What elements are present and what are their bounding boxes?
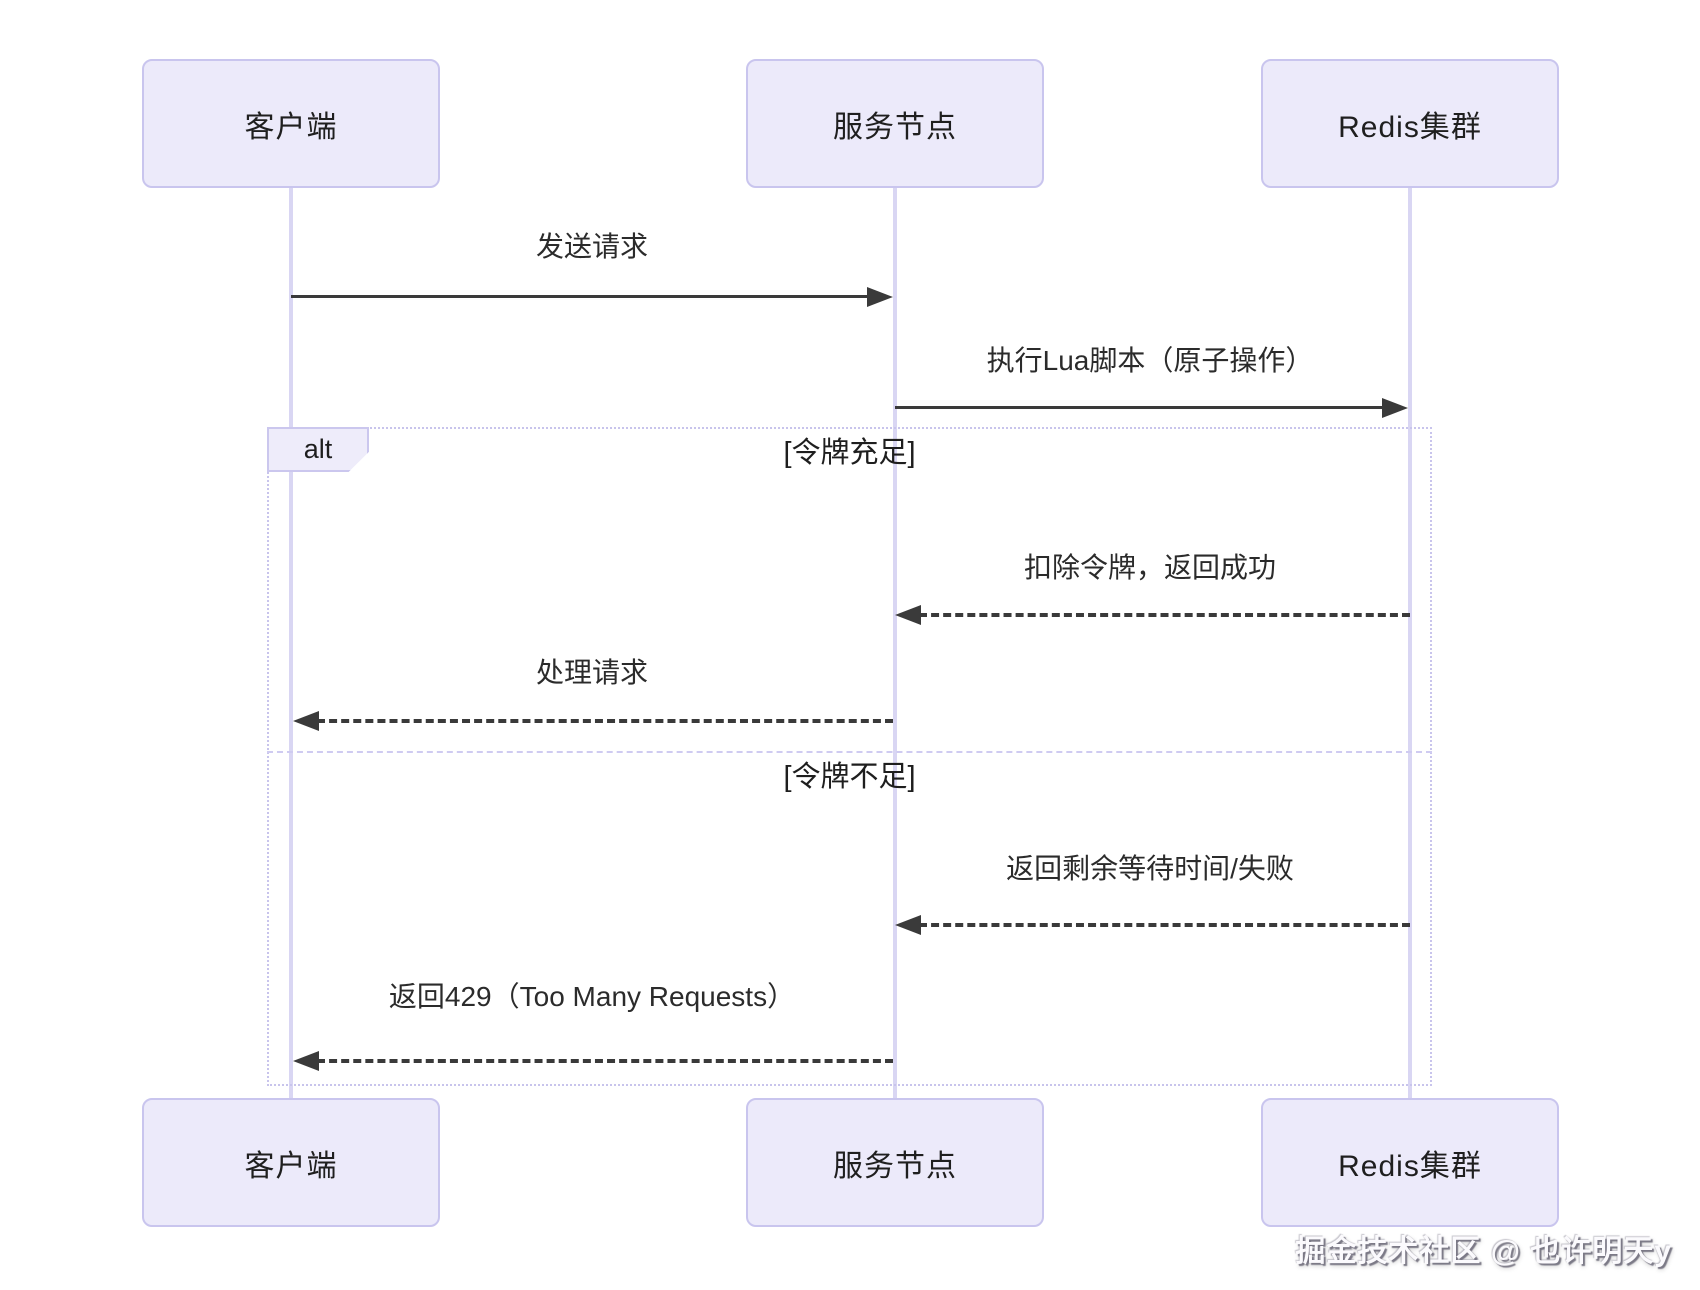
alt-condition-tokens-insufficient: [令牌不足] <box>783 761 916 793</box>
actor-label: 客户端 <box>244 110 338 144</box>
arrowhead-left-icon <box>293 711 319 731</box>
message-label-handle-request: 处理请求 <box>535 657 648 688</box>
actor-label: 服务节点 <box>833 1149 957 1183</box>
actor-box-service-top: 服务节点 <box>746 59 1044 188</box>
message-line <box>317 719 893 723</box>
actor-box-client-bottom: 客户端 <box>142 1098 440 1227</box>
alt-divider <box>267 751 1432 753</box>
actor-box-redis-top: Redis集群 <box>1261 59 1559 188</box>
actor-label: 客户端 <box>244 1149 338 1183</box>
alt-label: alt <box>267 427 369 472</box>
arrowhead-left-icon <box>895 605 921 625</box>
message-line <box>291 295 871 298</box>
message-line <box>895 406 1384 409</box>
actor-box-client-top: 客户端 <box>142 59 440 188</box>
arrowhead-left-icon <box>293 1051 319 1071</box>
message-line <box>919 613 1410 617</box>
arrowhead-right-icon <box>1382 398 1408 418</box>
arrowhead-left-icon <box>895 915 921 935</box>
lifeline-client <box>289 188 293 1098</box>
actor-label: Redis集群 <box>1338 110 1482 144</box>
message-label-deduct-token: 扣除令牌，返回成功 <box>1023 552 1276 583</box>
message-label-send-request: 发送请求 <box>535 231 648 262</box>
actor-box-service-bottom: 服务节点 <box>746 1098 1044 1227</box>
message-label-return-429: 返回429（Too Many Requests） <box>388 981 796 1012</box>
alt-condition-tokens-sufficient: [令牌充足] <box>783 437 916 469</box>
actor-label: Redis集群 <box>1338 1149 1482 1183</box>
alt-frame <box>267 427 1432 1086</box>
actor-label: 服务节点 <box>833 110 957 144</box>
lifeline-redis <box>1408 188 1412 1098</box>
message-label-return-wait-time: 返回剩余等待时间/失败 <box>1006 853 1294 884</box>
message-line <box>919 923 1410 927</box>
arrowhead-right-icon <box>867 287 893 307</box>
message-line <box>317 1059 893 1063</box>
message-label-exec-lua: 执行Lua脚本（原子操作） <box>986 345 1314 376</box>
alt-label-text: alt <box>303 434 333 464</box>
lifeline-service <box>893 188 897 1098</box>
actor-box-redis-bottom: Redis集群 <box>1261 1098 1559 1227</box>
watermark: 掘金技术社区 @ 也许明天y <box>1295 1235 1672 1268</box>
